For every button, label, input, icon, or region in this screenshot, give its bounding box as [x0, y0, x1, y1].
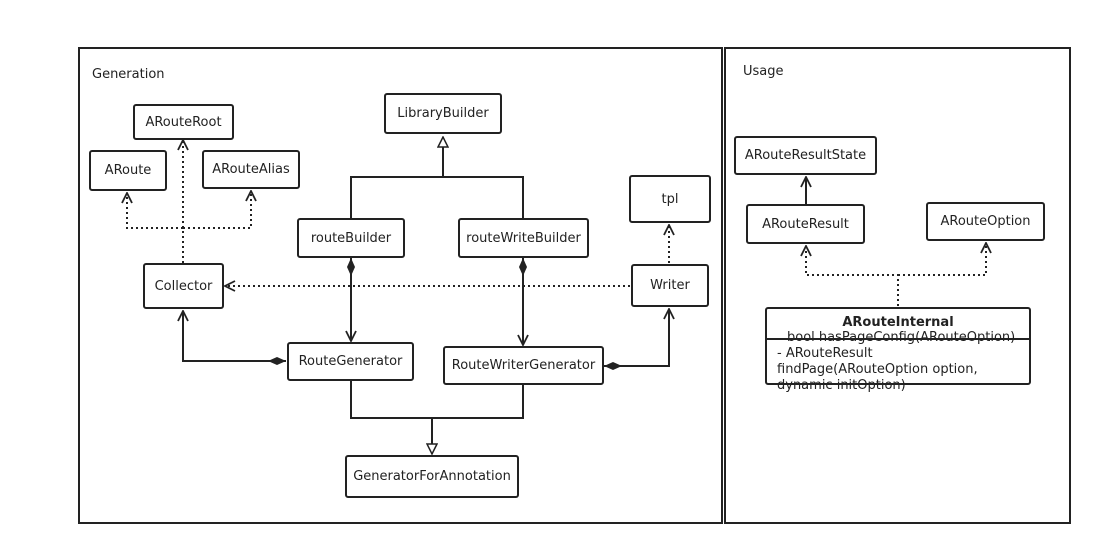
- package-title: Usage: [743, 64, 784, 79]
- routegenerator-extends-annotation: [350, 381, 432, 454]
- class-routewritergenerator: RouteWriterGenerator: [443, 346, 604, 385]
- class-routewritebuilder: routeWriteBuilder: [458, 218, 589, 258]
- method-findpage-return: - ARouteResult: [777, 346, 873, 361]
- class-aroute: ARoute: [89, 150, 167, 191]
- class-arouteroot: ARouteRoot: [133, 104, 234, 140]
- class-arouteinternal: ARouteInternal bool hasPageConfig(ARoute…: [765, 307, 1031, 393]
- class-collector: Collector: [143, 263, 224, 309]
- collector-to-aroutealias: [183, 191, 251, 229]
- method-haspageconfig: bool hasPageConfig(ARouteOption): [787, 330, 1016, 345]
- class-name: ARouteInternal: [842, 315, 954, 330]
- routebuilder-extends-librarybuilder: [350, 137, 443, 218]
- class-arouteoption: ARouteOption: [926, 202, 1045, 241]
- method-findpage-params: dynamic initOption): [777, 378, 906, 393]
- internal-to-arouteresult: [806, 246, 899, 306]
- class-aroutealias: ARouteAlias: [202, 150, 300, 189]
- class-writer: Writer: [631, 264, 709, 307]
- package-usage: Usage: [724, 47, 1071, 524]
- method-findpage-signature: findPage(ARouteOption option,: [777, 362, 978, 377]
- routewritebuilder-extends: [443, 176, 524, 218]
- class-arouteresult: ARouteResult: [746, 204, 865, 244]
- package-generation: Generation: [78, 47, 723, 524]
- class-divider: [767, 338, 1029, 340]
- class-routebuilder: routeBuilder: [297, 218, 405, 258]
- class-generatorforannotation: GeneratorForAnnotation: [345, 455, 519, 498]
- writergenerator-extends-annotation: [432, 385, 524, 419]
- class-routegenerator: RouteGenerator: [287, 342, 414, 381]
- class-arouteresultstate: ARouteResultState: [734, 136, 877, 175]
- class-librarybuilder: LibraryBuilder: [384, 93, 502, 134]
- collector-to-aroute: [127, 193, 183, 229]
- class-tpl: tpl: [629, 175, 711, 223]
- internal-to-arouteoption: [898, 243, 986, 276]
- writergenerator-has-writer: [604, 309, 669, 366]
- routegenerator-has-collector: [183, 311, 286, 361]
- package-title: Generation: [92, 67, 165, 82]
